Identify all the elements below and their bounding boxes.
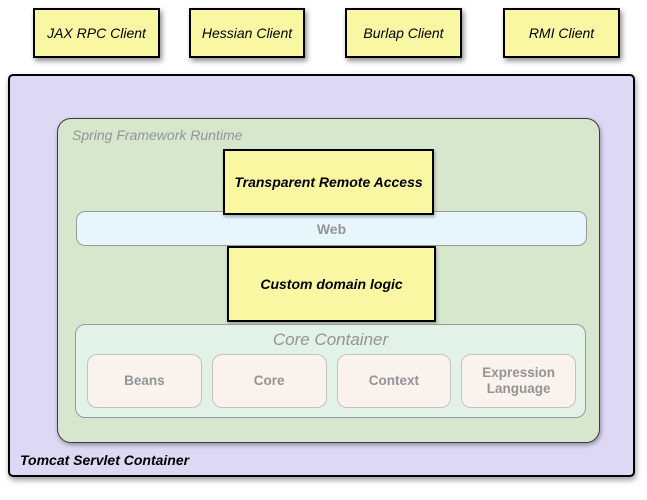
web-layer-label: Web: [316, 220, 347, 237]
module-box-core: Core: [211, 354, 327, 408]
module-box-beans: Beans: [87, 354, 202, 408]
core-module-row: Beans Core Context Expression Language: [87, 354, 576, 408]
client-label: JAX RPC Client: [47, 25, 146, 41]
web-layer-bar: Web: [76, 211, 587, 246]
transparent-remote-access-label: Transparent Remote Access: [234, 174, 423, 190]
custom-domain-logic-box: Custom domain logic: [227, 246, 436, 322]
client-box-rmi: RMI Client: [503, 8, 620, 58]
core-container-title: Core Container: [272, 330, 389, 349]
transparent-remote-access-box: Transparent Remote Access: [223, 149, 434, 215]
client-label: Burlap Client: [363, 25, 444, 41]
client-box-hessian: Hessian Client: [189, 8, 305, 58]
spring-framework-runtime: Spring Framework Runtime Web Transparent…: [57, 118, 600, 443]
client-label: RMI Client: [528, 25, 595, 41]
module-box-context: Context: [336, 354, 452, 408]
module-label: Core: [253, 373, 285, 389]
client-box-burlap: Burlap Client: [345, 8, 462, 58]
module-label: Context: [368, 373, 419, 389]
module-label: Expression Language: [482, 365, 556, 396]
tomcat-servlet-container: Spring Framework Runtime Web Transparent…: [8, 74, 635, 477]
custom-domain-logic-label: Custom domain logic: [260, 276, 403, 292]
core-container: Core Container Beans Core Context Expres…: [75, 324, 586, 418]
runtime-label: Spring Framework Runtime: [72, 127, 243, 143]
module-label: Beans: [124, 373, 165, 389]
client-box-jax-rpc: JAX RPC Client: [33, 8, 160, 58]
tomcat-label: Tomcat Servlet Container: [20, 452, 190, 468]
module-box-expression-language: Expression Language: [461, 354, 576, 408]
client-label: Hessian Client: [201, 25, 293, 41]
